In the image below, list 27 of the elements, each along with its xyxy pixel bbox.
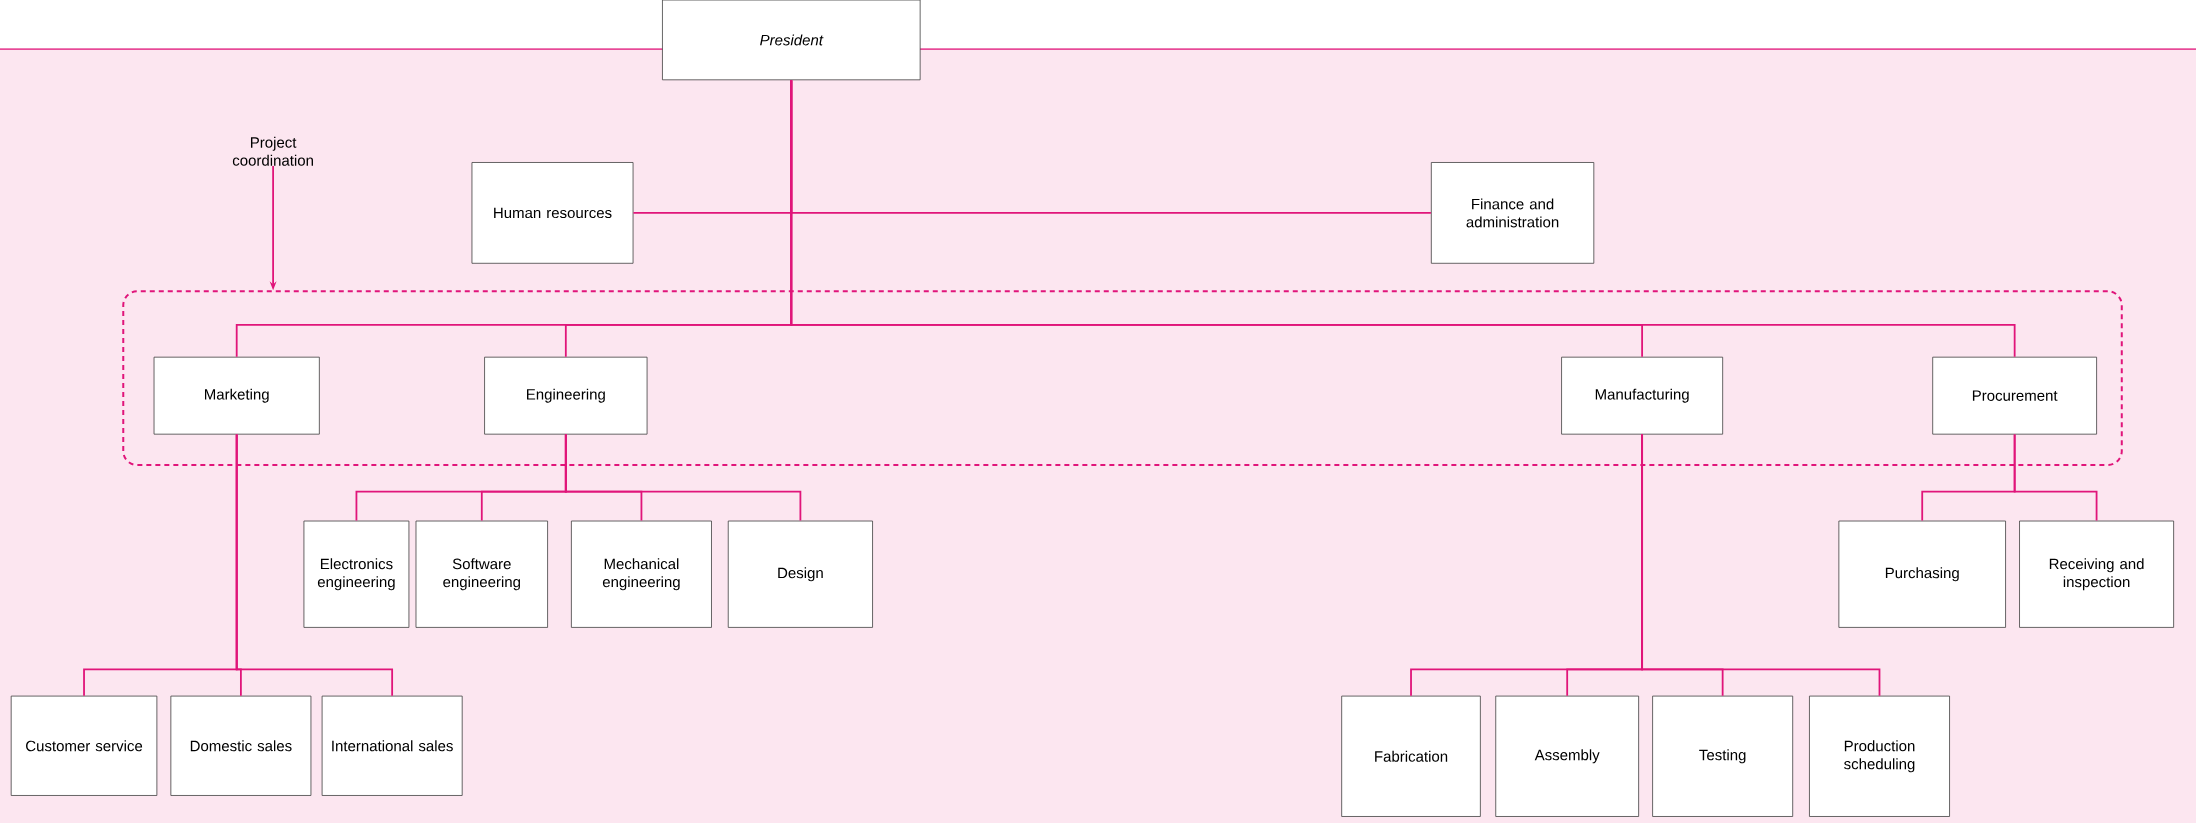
connector-line <box>564 433 802 522</box>
org-box: Human resources <box>471 162 634 264</box>
org-box: Design <box>727 520 873 628</box>
org-box: Engineering <box>484 356 648 435</box>
org-box: Assembly <box>1495 695 1640 817</box>
org-box: Domestic sales <box>170 695 312 796</box>
org-box: Marketing <box>153 356 320 435</box>
org-box: Electronics engineering <box>303 520 410 628</box>
connector-line <box>790 79 2016 358</box>
annotation-text: Project coordination <box>232 136 313 166</box>
org-box: Mechanical engineering <box>571 520 712 628</box>
org-box: International sales <box>321 695 463 796</box>
org-box: Receiving and inspection <box>2019 520 2175 628</box>
org-box: Purchasing <box>1838 520 2006 628</box>
org-box: Customer service <box>10 695 158 796</box>
org-box: Manufacturing <box>1561 356 1724 435</box>
org-box: Production scheduling <box>1809 695 1950 817</box>
org-box: President <box>662 0 921 81</box>
org-box: Finance and administration <box>1430 162 1595 264</box>
org-box: Fabrication <box>1341 695 1481 817</box>
org-box: Software engineering <box>415 520 548 628</box>
org-box: Procurement <box>1932 356 2097 435</box>
org-box: Testing <box>1652 695 1794 817</box>
coordination-boundary <box>122 290 2123 466</box>
connector-line <box>235 433 394 697</box>
connector-line <box>1641 433 1881 697</box>
connector-line <box>2013 433 2098 522</box>
